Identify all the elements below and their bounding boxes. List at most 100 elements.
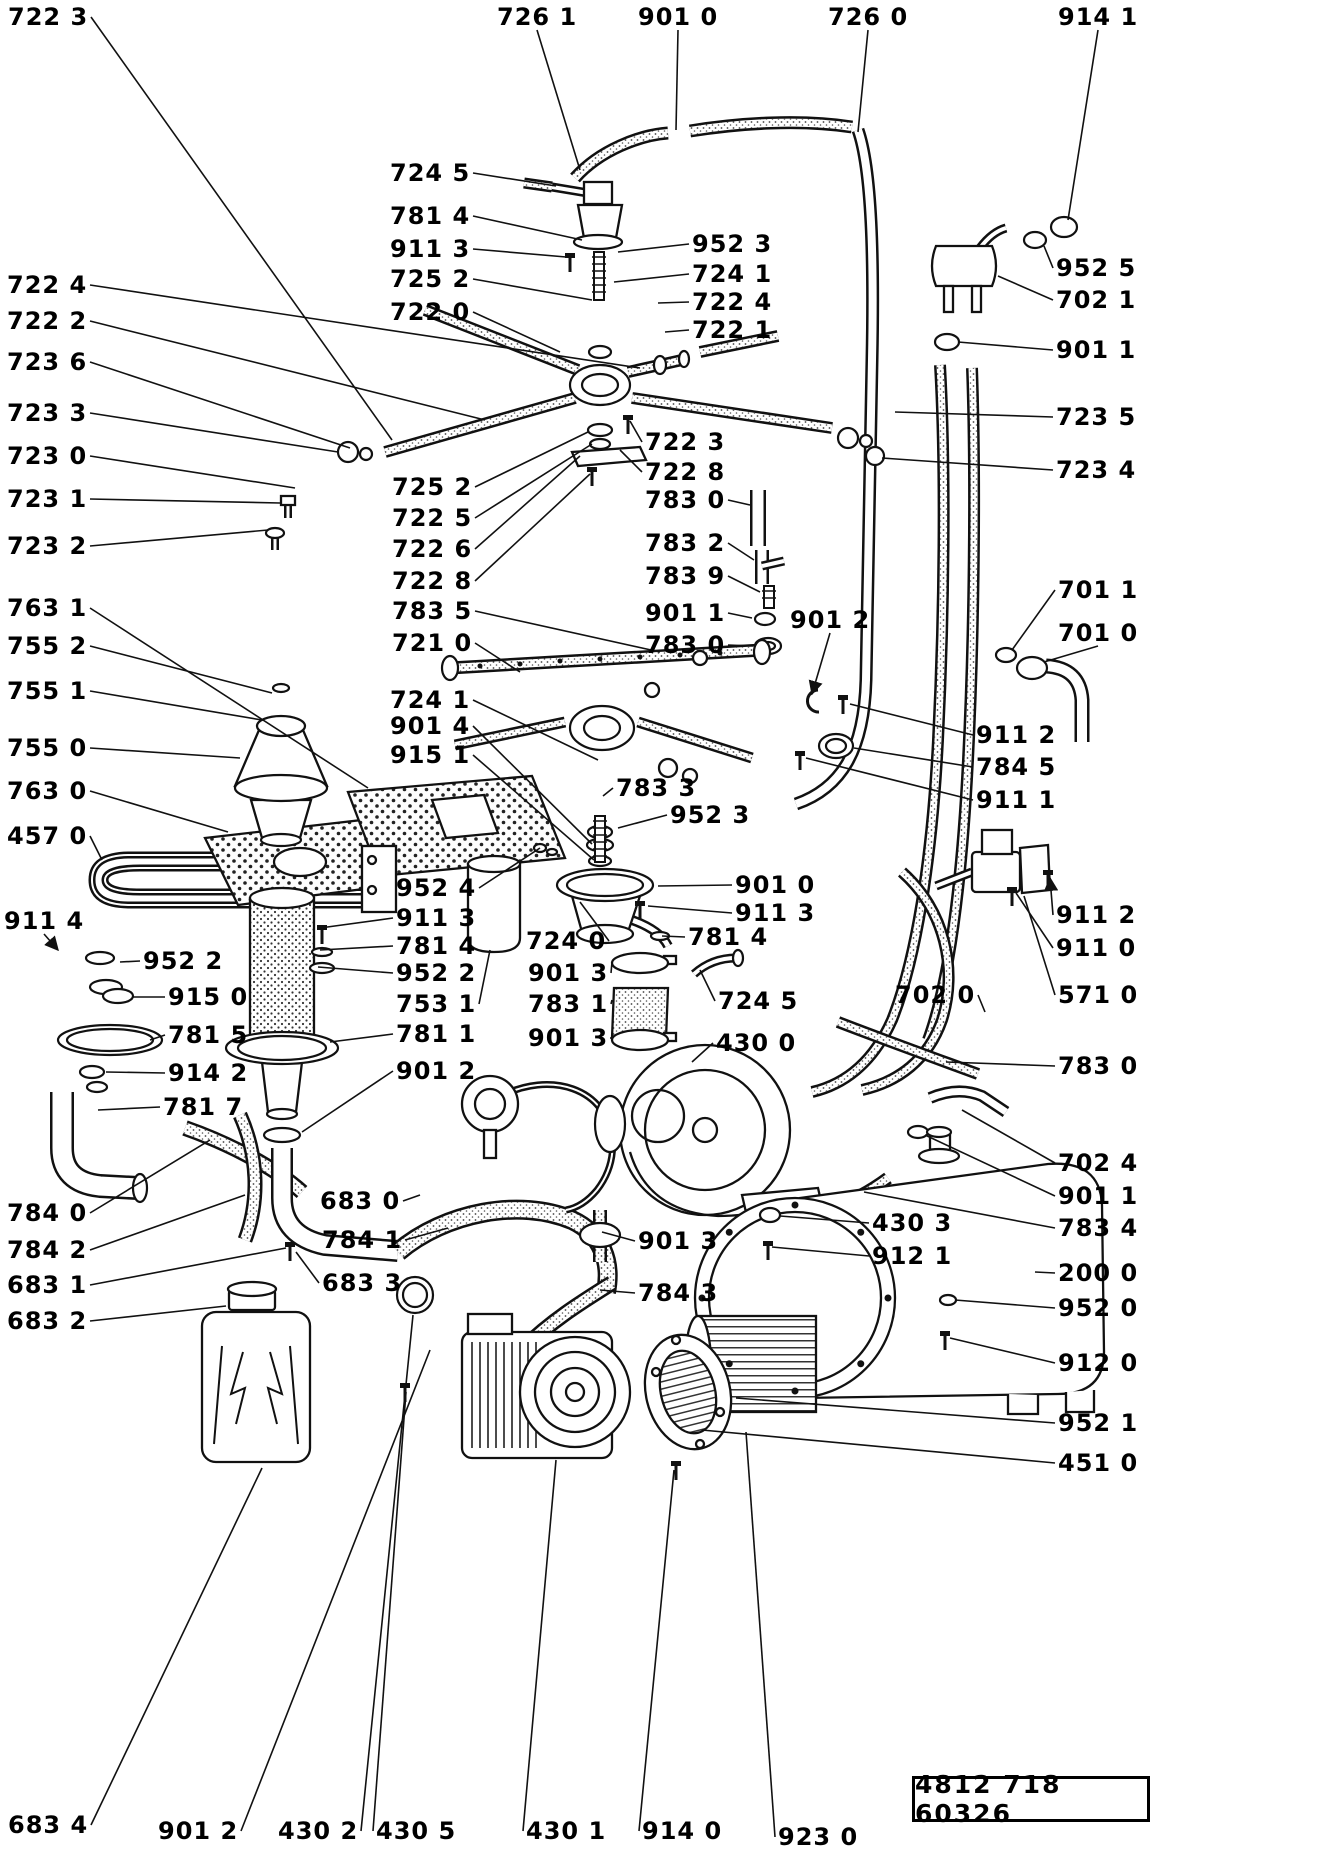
leader-line bbox=[43, 933, 59, 952]
leader-line bbox=[474, 431, 589, 488]
part-label-430-5: 430 5 bbox=[376, 1817, 457, 1845]
part-label-722-4: 722 4 bbox=[7, 271, 88, 299]
part-label-783-5: 783 5 bbox=[392, 597, 473, 625]
leader-line bbox=[1023, 895, 1056, 996]
leader-line bbox=[727, 499, 751, 506]
part-label-952-2: 952 2 bbox=[396, 959, 477, 987]
part-label-911-4: 911 4 bbox=[4, 907, 85, 935]
part-label-901-3: 901 3 bbox=[528, 1024, 609, 1052]
part-label-200-0: 200 0 bbox=[1058, 1259, 1139, 1287]
leader-line bbox=[474, 455, 581, 550]
leader-line bbox=[90, 1467, 263, 1826]
leader-line bbox=[579, 901, 610, 942]
leader-line bbox=[89, 1194, 246, 1251]
leader-line bbox=[89, 529, 269, 547]
leader-line bbox=[664, 329, 690, 333]
leader-line bbox=[1011, 589, 1056, 651]
leader-line bbox=[97, 1106, 161, 1111]
part-label-783-3: 783 3 bbox=[616, 774, 697, 802]
drawing-number-stamp: 4812 718 60326 bbox=[912, 1770, 1150, 1828]
part-label-911-3: 911 3 bbox=[390, 235, 471, 263]
leader-line bbox=[474, 610, 661, 653]
leader-line bbox=[1043, 645, 1099, 663]
part-label-722-3: 722 3 bbox=[8, 3, 89, 31]
leader-line bbox=[522, 1459, 557, 1832]
leader-line bbox=[691, 1042, 714, 1063]
part-label-683-2: 683 2 bbox=[7, 1307, 88, 1335]
leader-line bbox=[319, 945, 394, 951]
leader-line bbox=[301, 1070, 394, 1133]
leader-line bbox=[657, 884, 733, 887]
leader-line bbox=[149, 1034, 166, 1041]
part-label-952-1: 952 1 bbox=[1058, 1409, 1139, 1437]
part-label-723-3: 723 3 bbox=[7, 399, 88, 427]
part-label-702-0: 702 0 bbox=[895, 981, 976, 1009]
part-label-783-1: 783 1 bbox=[528, 990, 609, 1018]
leader-line bbox=[857, 29, 869, 133]
leader-line bbox=[89, 790, 229, 833]
part-label-784-2: 784 2 bbox=[7, 1236, 88, 1264]
part-label-915-0: 915 0 bbox=[168, 983, 249, 1011]
part-label-952-3: 952 3 bbox=[692, 230, 773, 258]
part-label-784-1: 784 1 bbox=[322, 1226, 403, 1254]
leader-line bbox=[779, 1215, 870, 1224]
part-label-430-1: 430 1 bbox=[526, 1817, 607, 1845]
part-label-784-5: 784 5 bbox=[976, 753, 1057, 781]
leader-line bbox=[472, 311, 561, 353]
leader-line bbox=[727, 644, 754, 647]
part-label-763-1: 763 1 bbox=[7, 594, 88, 622]
part-label-571-0: 571 0 bbox=[1058, 981, 1139, 1009]
part-label-722-8: 722 8 bbox=[645, 458, 726, 486]
leader-line bbox=[805, 757, 974, 801]
part-label-722-0: 722 0 bbox=[390, 298, 471, 326]
leader-line bbox=[1015, 892, 1054, 949]
part-label-722-6: 722 6 bbox=[392, 535, 473, 563]
part-label-784-0: 784 0 bbox=[7, 1199, 88, 1227]
leader-line bbox=[404, 1227, 449, 1241]
part-label-723-1: 723 1 bbox=[7, 485, 88, 513]
leader-line bbox=[657, 301, 690, 304]
part-label-952-0: 952 0 bbox=[1058, 1294, 1139, 1322]
leader-line bbox=[727, 575, 761, 593]
leader-line bbox=[89, 1139, 211, 1214]
part-label-723-0: 723 0 bbox=[7, 442, 88, 470]
leader-line bbox=[735, 1397, 1056, 1424]
leader-line bbox=[478, 949, 491, 1005]
part-label-683-1: 683 1 bbox=[7, 1271, 88, 1299]
part-label-914-2: 914 2 bbox=[168, 1059, 249, 1087]
leader-line bbox=[90, 16, 393, 441]
part-label-901-1: 901 1 bbox=[1058, 1182, 1139, 1210]
leader-line bbox=[647, 905, 733, 914]
part-label-901-0: 901 0 bbox=[735, 871, 816, 899]
leader-line bbox=[240, 1349, 431, 1832]
part-label-952-3: 952 3 bbox=[670, 801, 751, 829]
leader-line bbox=[472, 248, 567, 258]
leader-line bbox=[701, 1429, 1056, 1464]
leader-line bbox=[881, 457, 1054, 471]
part-label-911-2: 911 2 bbox=[976, 721, 1057, 749]
leader-line bbox=[808, 632, 831, 696]
part-label-783-4: 783 4 bbox=[1058, 1214, 1139, 1242]
leader-line bbox=[699, 969, 716, 1002]
part-label-911-3: 911 3 bbox=[396, 904, 477, 932]
part-label-701-1: 701 1 bbox=[1058, 576, 1139, 604]
leader-line bbox=[295, 1251, 320, 1284]
part-label-451-0: 451 0 bbox=[1058, 1449, 1139, 1477]
leader-line bbox=[472, 215, 583, 241]
leader-line bbox=[961, 1109, 1056, 1164]
leader-line bbox=[617, 814, 668, 829]
part-label-430-2: 430 2 bbox=[278, 1817, 359, 1845]
leader-line bbox=[89, 455, 296, 489]
leader-line bbox=[536, 29, 581, 171]
leader-line bbox=[977, 994, 986, 1013]
part-label-781-5: 781 5 bbox=[168, 1021, 249, 1049]
part-label-901-2: 901 2 bbox=[396, 1057, 477, 1085]
part-label-901-0: 901 0 bbox=[638, 3, 719, 31]
leader-line bbox=[1043, 245, 1054, 269]
part-label-915-1: 915 1 bbox=[390, 741, 471, 769]
part-label-430-3: 430 3 bbox=[872, 1209, 953, 1237]
leader-line bbox=[105, 1071, 166, 1074]
